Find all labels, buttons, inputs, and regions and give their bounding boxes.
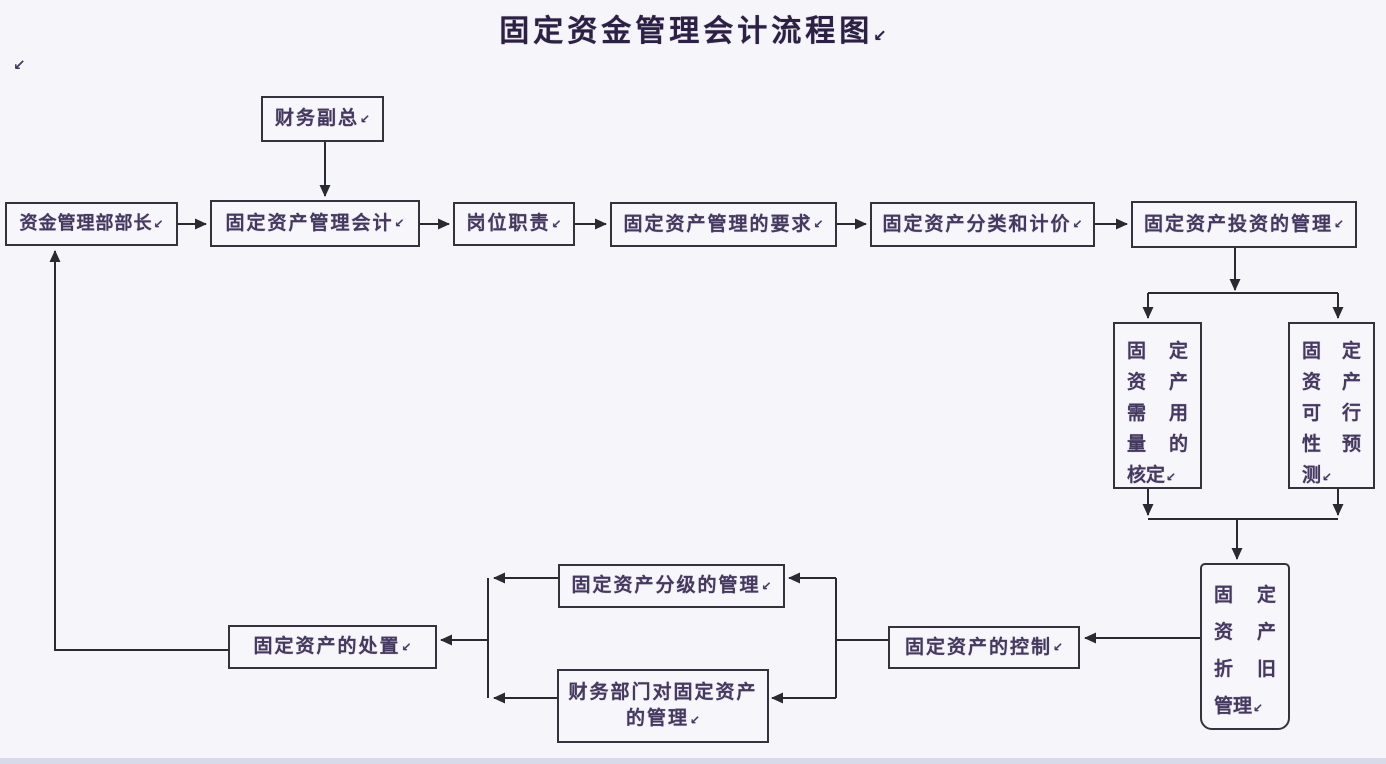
return-mark: ↙ [394, 216, 405, 231]
node-cfo-label: 财务副总 [274, 107, 359, 130]
node-finance-dept-mgmt-label: 财务部门对固定资产的管理↙ [567, 680, 759, 731]
return-mark: ↙ [359, 111, 371, 126]
node-feasibility-forecast-line: 性 预 [1302, 433, 1361, 455]
node-demand-assessment-line: 量 的 [1127, 433, 1188, 455]
node-fund-dept-head: 资金管理部部长↙ [5, 202, 178, 246]
node-depreciation-mgmt-lastline: 管理 [1214, 695, 1253, 717]
node-grading-mgmt: 固定资产分级的管理↙ [558, 564, 785, 608]
node-depreciation-mgmt-line: 资 产 [1214, 621, 1276, 643]
node-feasibility-forecast-line: 资 产 [1302, 371, 1361, 393]
paragraph-mark: ↙ [13, 56, 26, 74]
node-fund-dept-head-label: 资金管理部部长 [19, 212, 153, 234]
return-mark: ↙ [1333, 217, 1345, 232]
page-title: 固定资金管理会计流程图↙ [0, 6, 1386, 50]
node-demand-assessment-line: 需 用 [1127, 402, 1188, 424]
node-feasibility-forecast-line: 固 定 [1302, 340, 1361, 362]
node-investment-mgmt: 固定资产投资的管理↙ [1131, 201, 1357, 248]
node-demand-assessment-line: 资 产 [1127, 371, 1188, 393]
return-mark: ↙ [551, 216, 562, 231]
node-fixed-asset-accountant: 固定资产管理会计↙ [210, 200, 420, 247]
return-mark: ↙ [1166, 470, 1177, 484]
bottom-divider [0, 758, 1386, 764]
page-title-text: 固定资金管理会计流程图 [499, 14, 874, 49]
node-mgmt-requirements: 固定资产管理的要求↙ [610, 202, 837, 247]
return-mark: ↙ [813, 217, 824, 232]
node-asset-control-label: 固定资产的控制 [904, 635, 1052, 658]
node-demand-assessment-line: 固 定 [1127, 340, 1188, 362]
return-mark: ↙ [1052, 640, 1064, 655]
node-finance-dept-mgmt-text: 财务部门对固定资产的管理 [568, 681, 758, 729]
return-mark: ↙ [153, 216, 164, 231]
node-asset-disposal: 固定资产的处置↙ [228, 625, 437, 669]
node-depreciation-mgmt-line: 管理↙ [1214, 688, 1276, 727]
return-mark: ↙ [873, 26, 887, 45]
node-investment-mgmt-label: 固定资产投资的管理 [1143, 212, 1333, 235]
node-depreciation-mgmt: 固 定 资 产 折 旧 管理↙ [1200, 563, 1290, 730]
node-asset-control: 固定资产的控制↙ [888, 626, 1080, 669]
return-mark: ↙ [1253, 701, 1264, 715]
node-feasibility-forecast: 固 定 资 产 可 行 性 预 测↙ [1288, 322, 1375, 489]
node-job-duty-label: 岗位职责 [466, 212, 551, 235]
node-feasibility-forecast-line: 测↙ [1302, 460, 1361, 493]
node-grading-mgmt-label: 固定资产分级的管理 [571, 574, 761, 597]
node-job-duty: 岗位职责↙ [453, 202, 575, 246]
return-mark: ↙ [401, 639, 412, 654]
return-mark: ↙ [1072, 217, 1083, 232]
node-finance-dept-mgmt: 财务部门对固定资产的管理↙ [557, 669, 769, 743]
node-demand-assessment-line: 核定↙ [1127, 460, 1188, 493]
node-cfo: 财务副总↙ [261, 96, 384, 142]
return-mark: ↙ [689, 713, 701, 727]
node-mgmt-requirements-label: 固定资产管理的要求 [623, 212, 813, 235]
node-demand-assessment: 固 定 资 产 需 用 量 的 核定↙ [1113, 322, 1202, 489]
node-feasibility-forecast-line: 可 行 [1302, 402, 1361, 424]
node-feasibility-forecast-lastline: 测 [1302, 464, 1322, 486]
return-mark: ↙ [761, 578, 772, 593]
node-depreciation-mgmt-line: 折 旧 [1214, 658, 1276, 680]
connector-disposal-feedback [49, 250, 228, 651]
node-classification-valuation-label: 固定资产分类和计价 [882, 212, 1072, 235]
node-classification-valuation: 固定资产分类和计价↙ [870, 202, 1095, 247]
return-mark: ↙ [1322, 470, 1333, 484]
node-demand-assessment-lastline: 核定 [1127, 464, 1166, 486]
node-depreciation-mgmt-line: 固 定 [1214, 584, 1276, 606]
node-fixed-asset-accountant-label: 固定资产管理会计 [225, 211, 394, 234]
node-asset-disposal-label: 固定资产的处置 [253, 635, 401, 658]
